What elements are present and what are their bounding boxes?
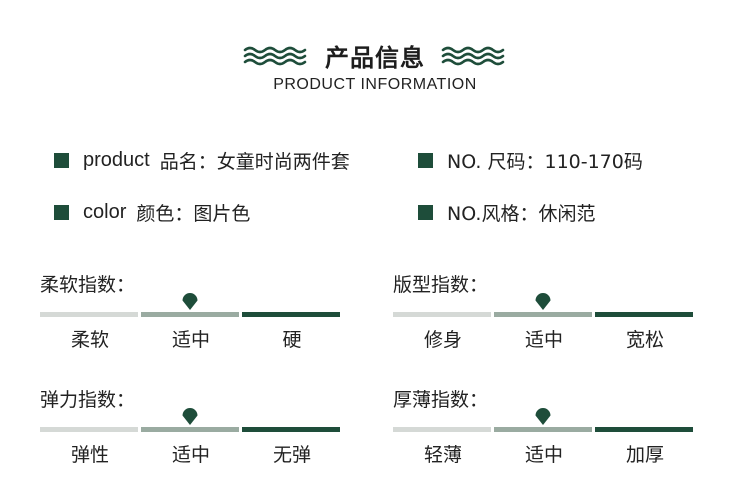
scale-bar (40, 312, 340, 317)
info-en-label: product (83, 149, 150, 171)
scale-title: 厚薄指数： (393, 389, 489, 411)
title-row: 产品信息 (0, 38, 750, 72)
scale-segment-mid (141, 427, 239, 432)
wave-decoration-icon (243, 46, 307, 66)
scale-segment-low (40, 312, 138, 317)
scale-label-mid: 适中 (171, 444, 210, 466)
scale-label-high: 宽松 (625, 329, 664, 351)
scale-segment-high (242, 312, 340, 317)
section-title: 产品信息 (325, 43, 425, 72)
scale-label-high: 加厚 (625, 444, 664, 466)
scale-label-high: 硬 (282, 329, 302, 351)
scale-bar (40, 427, 340, 432)
scale-marker-icon (535, 293, 551, 310)
info-text: NO.风格：休闲范 (447, 203, 596, 225)
scale-segment-high (595, 312, 693, 317)
section-header: 产品信息 PRODUCT INFORMATION (0, 38, 750, 94)
info-item-style: NO.风格：休闲范 (418, 199, 595, 226)
scale-label-mid: 适中 (524, 329, 563, 351)
info-text: 颜色：图片色 (136, 203, 251, 225)
scale-label-low: 轻薄 (423, 444, 462, 466)
scale-segment-mid (494, 312, 592, 317)
section-subtitle: PRODUCT INFORMATION (273, 76, 477, 93)
scale-segment-low (393, 427, 491, 432)
scale-label-low: 弹性 (70, 444, 109, 466)
scale-title: 柔软指数： (40, 274, 136, 296)
scale-bar (393, 427, 693, 432)
info-text: 品名：女童时尚两件套 (159, 151, 350, 173)
softness-scale: 柔软指数： 柔软 适中 硬 (40, 270, 340, 360)
info-item-size: NO. 尺码：110-170码 (418, 147, 643, 174)
scale-bar (393, 312, 693, 317)
scale-marker-icon (535, 408, 551, 425)
scale-label-low: 修身 (423, 329, 462, 351)
scale-marker-icon (182, 408, 198, 425)
thickness-scale: 厚薄指数： 轻薄 适中 加厚 (393, 385, 693, 475)
info-item-product: product 品名：女童时尚两件套 (54, 147, 350, 174)
scale-segment-mid (494, 427, 592, 432)
bullet-square-icon (418, 153, 433, 168)
info-text: NO. 尺码：110-170码 (447, 151, 643, 173)
bullet-square-icon (54, 205, 69, 220)
info-en-label: color (83, 201, 127, 223)
scale-title: 版型指数： (393, 274, 489, 296)
bullet-square-icon (418, 205, 433, 220)
bullet-square-icon (54, 153, 69, 168)
scale-label-high: 无弹 (272, 444, 311, 466)
elasticity-scale: 弹力指数： 弹性 适中 无弹 (40, 385, 340, 475)
scale-segment-high (242, 427, 340, 432)
scale-label-low: 柔软 (70, 329, 109, 351)
scale-label-mid: 适中 (524, 444, 563, 466)
scale-marker-icon (182, 293, 198, 310)
scale-segment-low (40, 427, 138, 432)
scale-segment-high (595, 427, 693, 432)
info-item-color: color 颜色：图片色 (54, 199, 250, 226)
wave-decoration-icon (441, 46, 505, 66)
scale-label-mid: 适中 (171, 329, 210, 351)
scale-segment-low (393, 312, 491, 317)
scale-segment-mid (141, 312, 239, 317)
scale-title: 弹力指数： (40, 389, 136, 411)
fit-scale: 版型指数： 修身 适中 宽松 (393, 270, 693, 360)
